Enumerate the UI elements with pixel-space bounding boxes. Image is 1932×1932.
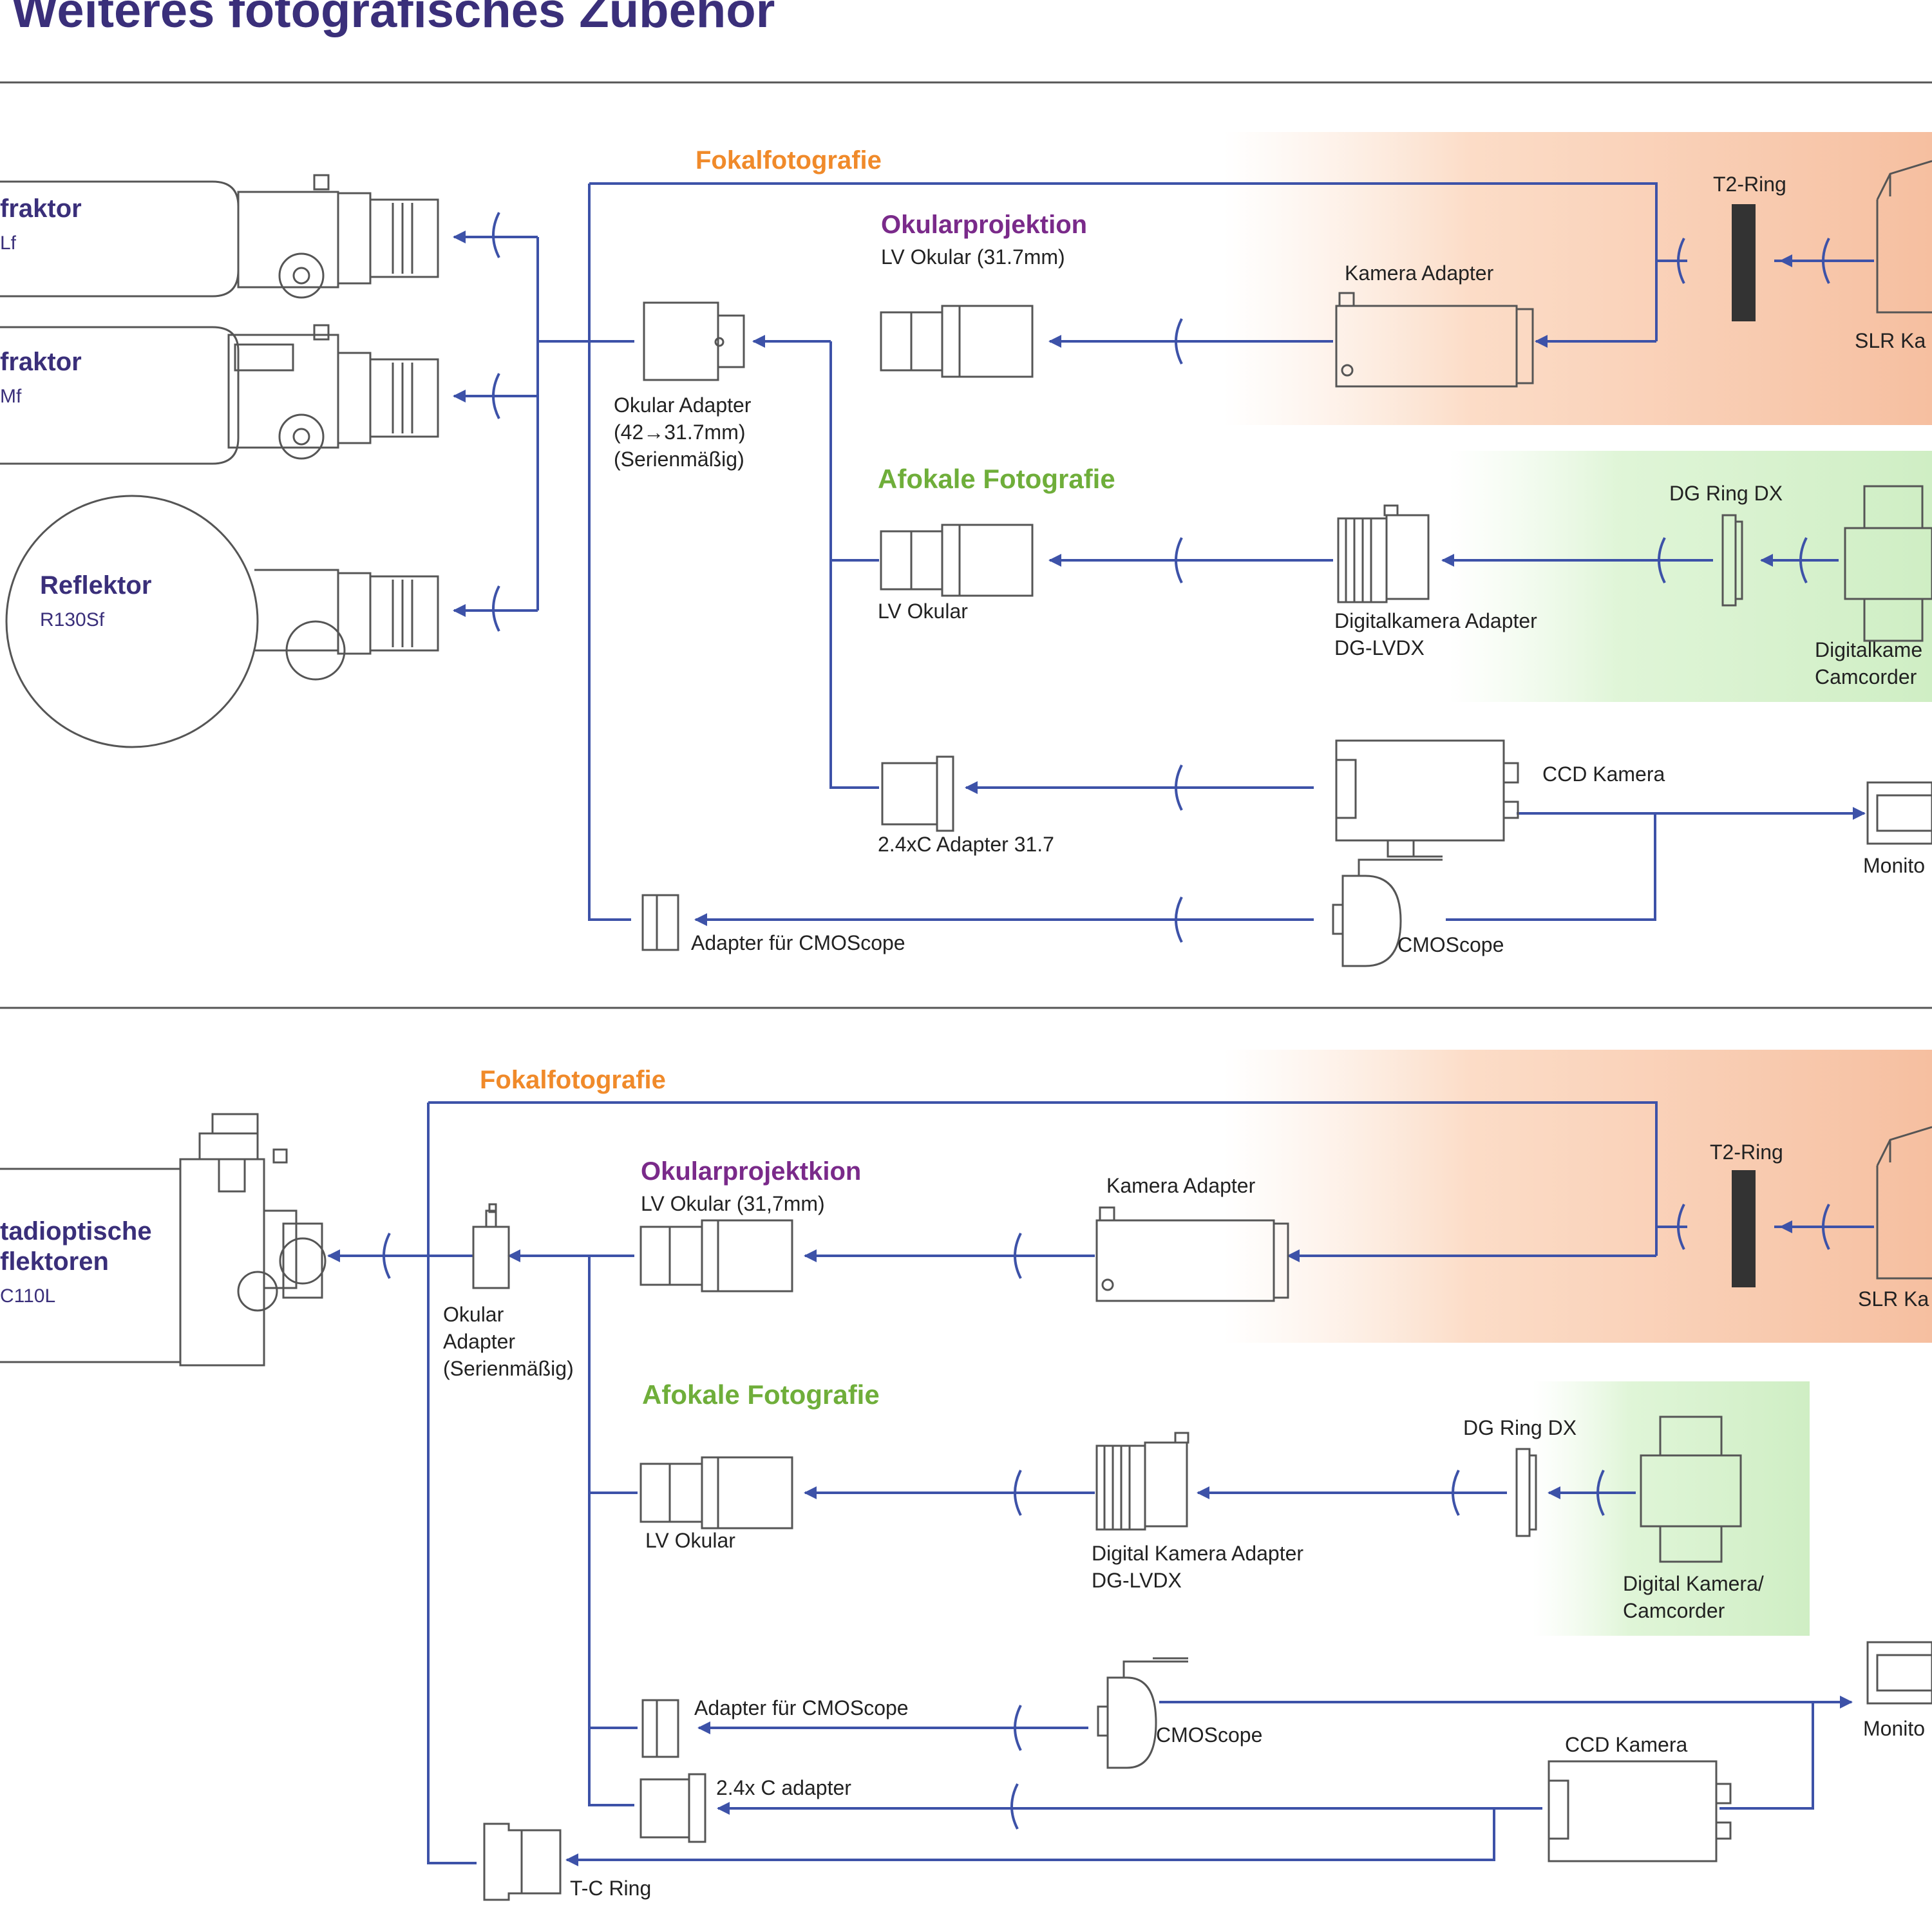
top-dg-ring-device bbox=[1721, 514, 1743, 607]
bottom-okular-adapter-device bbox=[472, 1203, 510, 1289]
bottom-okularprojektion-title: Okularprojektkion bbox=[641, 1157, 861, 1186]
top-okularprojektion-title: Okularprojektion bbox=[881, 211, 1087, 239]
top-afokale-title: Afokale Fotografie bbox=[878, 464, 1115, 494]
bottom-lv-okular-device-1 bbox=[639, 1219, 793, 1293]
top-slr-camera-device bbox=[1876, 160, 1932, 314]
bottom-digitalkamera-adapter-line1: Digital Kamera Adapter bbox=[1092, 1542, 1303, 1565]
bottom-fokal-label: Fokalfotografie bbox=[480, 1066, 666, 1094]
bottom-afokal-bg bbox=[1533, 1381, 1810, 1636]
bottom-ccd-kamera-label: CCD Kamera bbox=[1565, 1733, 1687, 1756]
bottom-okularprojektion-sub: LV Okular (31,7mm) bbox=[641, 1192, 825, 1215]
top-cmos-adapter-label: Adapter für CMOScope bbox=[691, 931, 905, 954]
top-fokal-bg bbox=[1224, 132, 1932, 425]
bottom-digitalkamera-adapter-line2: DG-LVDX bbox=[1092, 1569, 1182, 1592]
top-lv-okular-device-2 bbox=[880, 524, 1034, 597]
top-cmos-adapter-device bbox=[641, 894, 679, 951]
bottom-ccd-kamera-device bbox=[1548, 1760, 1732, 1862]
bottom-digitalkamera-device bbox=[1640, 1416, 1742, 1563]
bottom-cmos-adapter-device bbox=[641, 1699, 679, 1758]
top-ccd-kamera-label: CCD Kamera bbox=[1542, 762, 1665, 786]
bottom-kamera-adapter-label: Kamera Adapter bbox=[1106, 1174, 1256, 1197]
top-okularprojektion-sub: LV Okular (31.7mm) bbox=[881, 245, 1065, 269]
top-t2-ring-device bbox=[1732, 204, 1756, 321]
top-cmoscope-label: CMOScope bbox=[1397, 933, 1504, 956]
bottom-24x-adapter-label: 2.4x C adapter bbox=[716, 1776, 851, 1799]
top-okular-adapter-line3: (Serienmäßig) bbox=[614, 448, 744, 471]
top-okular-adapter-line1: Okular Adapter bbox=[614, 393, 752, 417]
bottom-monitor-device bbox=[1866, 1641, 1932, 1705]
top-dg-ring-label: DG Ring DX bbox=[1669, 482, 1783, 505]
bottom-connector-lines bbox=[327, 1101, 1874, 1866]
top-monitor-label: Monito bbox=[1863, 854, 1925, 877]
bottom-okular-adapter-line1: Okular bbox=[443, 1303, 504, 1326]
bottom-slr-camera-device bbox=[1876, 1126, 1932, 1280]
top-digitalkamera-adapter-device bbox=[1337, 504, 1430, 603]
bottom-cmoscope-label: CMOScope bbox=[1156, 1723, 1262, 1747]
bottom-rotation-symbols bbox=[383, 1204, 1830, 1830]
top-okular-adapter-device bbox=[643, 301, 745, 381]
bottom-t2-ring-device bbox=[1732, 1170, 1756, 1287]
bottom-digitalkamera-line2: Camcorder bbox=[1623, 1599, 1725, 1622]
bottom-digitalkamera-adapter-device bbox=[1095, 1432, 1189, 1531]
top-rotation-symbols bbox=[492, 212, 1830, 943]
bottom-lv-okular-label: LV Okular bbox=[645, 1529, 735, 1552]
top-telescope-2-name: fraktor bbox=[0, 348, 82, 376]
bottom-telescope-line2: flektoren bbox=[0, 1247, 109, 1276]
bottom-telescope-line3: C110L bbox=[0, 1285, 55, 1307]
top-telescope-1-name: fraktor bbox=[0, 194, 82, 223]
top-connector-lines bbox=[453, 182, 1874, 926]
top-refractor-2 bbox=[0, 324, 439, 465]
bottom-cmoscope-device bbox=[1097, 1657, 1188, 1769]
top-ccd-kamera-device bbox=[1335, 739, 1519, 858]
bottom-telescope-line1: tadioptische bbox=[0, 1217, 152, 1245]
bottom-okular-adapter-line2: Adapter bbox=[443, 1330, 515, 1353]
bottom-telescope-device bbox=[0, 1113, 327, 1367]
top-okular-adapter-line2: (42→31.7mm) bbox=[614, 421, 746, 444]
top-lv-okular-label: LV Okular bbox=[878, 600, 968, 623]
top-telescope-3-model: R130Sf bbox=[40, 609, 105, 630]
bottom-lv-okular-device-2 bbox=[639, 1456, 793, 1530]
bottom-dg-ring-label: DG Ring DX bbox=[1463, 1416, 1577, 1439]
top-24x-adapter-device bbox=[881, 755, 954, 832]
top-monitor-device bbox=[1866, 781, 1932, 845]
top-kamera-adapter-label: Kamera Adapter bbox=[1345, 261, 1494, 285]
bottom-fokal-bg bbox=[1224, 1050, 1932, 1343]
top-digitalkamera-adapter-line1: Digitalkamera Adapter bbox=[1334, 609, 1537, 632]
bottom-24x-adapter-device bbox=[639, 1773, 706, 1843]
top-slr-label: SLR Ka bbox=[1855, 329, 1926, 352]
bottom-digitalkamera-line1: Digital Kamera/ bbox=[1623, 1572, 1764, 1595]
bottom-dg-ring-device bbox=[1515, 1448, 1537, 1537]
bottom-afokale-title: Afokale Fotografie bbox=[642, 1379, 880, 1410]
top-digitalkamera-device bbox=[1844, 485, 1932, 642]
top-fokal-label: Fokalfotografie bbox=[696, 146, 882, 175]
top-24x-adapter-label: 2.4xC Adapter 31.7 bbox=[878, 833, 1054, 856]
top-afokal-bg bbox=[1449, 451, 1932, 702]
top-digitalkamera-line2: Camcorder bbox=[1815, 665, 1917, 688]
top-digitalkamera-adapter-line2: DG-LVDX bbox=[1334, 636, 1425, 659]
bottom-t2-ring-label: T2-Ring bbox=[1710, 1141, 1783, 1164]
top-telescope-1-model: Lf bbox=[0, 232, 17, 254]
bottom-tc-ring-label: T-C Ring bbox=[570, 1877, 651, 1900]
page-title: Weiteres fotografisches Zubehör bbox=[12, 0, 775, 38]
top-lv-okular-device-1 bbox=[880, 305, 1034, 378]
top-kamera-adapter-device bbox=[1335, 292, 1534, 388]
top-refractor-1 bbox=[0, 174, 439, 299]
top-t2-ring-label: T2-Ring bbox=[1713, 173, 1786, 196]
bottom-kamera-adapter-device bbox=[1095, 1206, 1289, 1302]
bottom-slr-label: SLR Ka bbox=[1858, 1287, 1929, 1311]
top-telescope-3-name: Reflektor bbox=[40, 571, 151, 600]
top-digitalkamera-line1: Digitalkame bbox=[1815, 638, 1922, 661]
bottom-monitor-label: Monito bbox=[1863, 1717, 1925, 1740]
top-cmoscope-device bbox=[1332, 855, 1443, 967]
top-telescope-2-model: Mf bbox=[0, 386, 22, 407]
bottom-tc-ring-device bbox=[483, 1823, 562, 1901]
top-reflector bbox=[5, 495, 439, 748]
bottom-cmos-adapter-label: Adapter für CMOScope bbox=[694, 1696, 909, 1719]
bottom-okular-adapter-line3: (Serienmäßig) bbox=[443, 1357, 574, 1380]
